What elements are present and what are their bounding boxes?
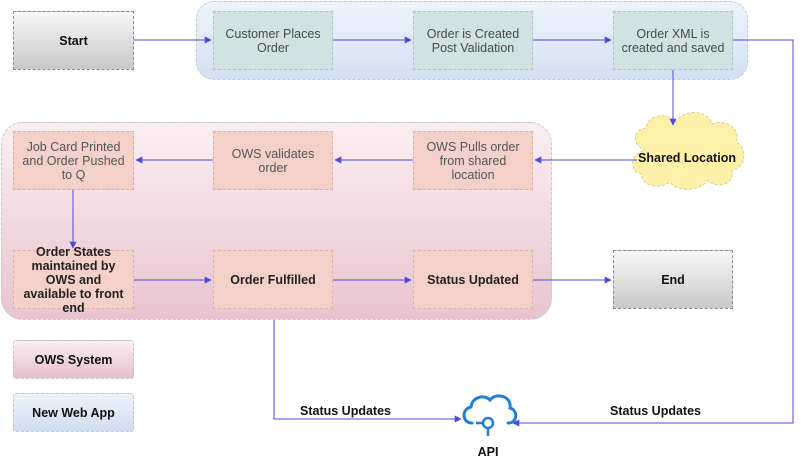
order-states-label: Order States maintained by OWS and avail… <box>23 244 124 315</box>
status-updated-node[interactable]: Status Updated <box>413 250 533 309</box>
legend-ows-system: OWS System <box>13 340 134 379</box>
order-fulfilled-node[interactable]: Order Fulfilled <box>213 250 333 309</box>
shared-location-cloud-icon[interactable] <box>632 112 745 190</box>
legend-new-web-app-label: New Web App <box>32 405 115 420</box>
cloud-api-icon[interactable] <box>462 394 518 436</box>
ows-validates-node[interactable]: OWS validates order <box>213 131 333 190</box>
ows-validates-label: OWS validates order <box>231 146 315 175</box>
order-xml-label: Order XML is created and saved <box>621 26 725 55</box>
api-label: API <box>477 445 499 459</box>
order-created-label: Order is Created Post Validation <box>426 26 520 55</box>
start-node[interactable]: Start <box>13 11 134 70</box>
order-xml-node[interactable]: Order XML is created and saved <box>613 11 733 70</box>
legend-ows-system-label: OWS System <box>34 352 113 367</box>
ows-pulls-label: OWS Pulls order from shared location <box>426 139 520 182</box>
status-updates-left-label: Status Updates <box>300 404 391 418</box>
order-states-node[interactable]: Order States maintained by OWS and avail… <box>13 245 134 315</box>
status-updates-right-label: Status Updates <box>610 404 701 418</box>
end-label: End <box>661 272 685 287</box>
customer-places-order-label: Customer Places Order <box>225 26 321 55</box>
status-updated-label: Status Updated <box>427 272 519 287</box>
legend-new-web-app: New Web App <box>13 393 134 432</box>
order-created-node[interactable]: Order is Created Post Validation <box>413 11 533 70</box>
end-node[interactable]: End <box>613 250 733 309</box>
order-fulfilled-label: Order Fulfilled <box>230 272 316 287</box>
start-label: Start <box>59 33 88 48</box>
job-card-node[interactable]: Job Card Printed and Order Pushed to Q <box>13 131 134 190</box>
customer-places-order-node[interactable]: Customer Places Order <box>213 11 333 70</box>
shared-location-label: Shared Location <box>638 151 736 165</box>
job-card-label: Job Card Printed and Order Pushed to Q <box>22 139 125 182</box>
ows-pulls-node[interactable]: OWS Pulls order from shared location <box>413 131 533 190</box>
